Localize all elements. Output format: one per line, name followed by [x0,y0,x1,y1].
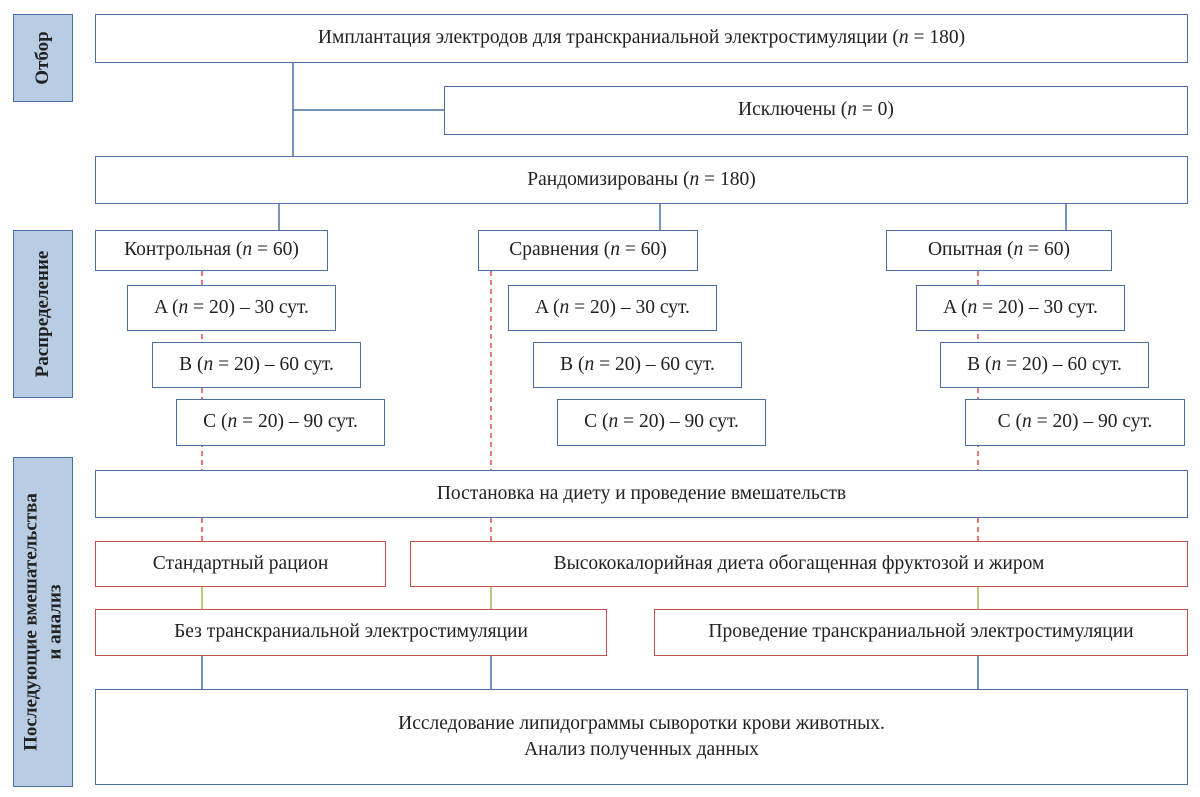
excluded-text: Исключены (n = 0) [738,99,894,121]
stimulation-box: Проведение транскраниальной электростиму… [654,609,1188,656]
comparison-subgroup-a: A (n = 20) – 30 сут. [508,285,717,331]
group-experimental-text: Опытная (n = 60) [927,239,1071,261]
stimulation-text: Проведение транскраниальной электростиму… [708,621,1134,643]
stage-label-selection: Отбор [13,14,73,102]
stage-label-allocation-text: Распределение [32,250,54,378]
no-stimulation-text: Без транскраниальной электростимуляции [174,621,528,643]
stage-label-allocation: Распределение [13,230,73,398]
group-comparison-box: Сравнения (n = 60) [478,230,698,271]
stage-label-analysis-text: Последующие вмешательства и анализ [19,493,67,751]
comparison-subgroup-c: C (n = 20) – 90 сут. [557,399,766,446]
randomized-text: Рандомизированы (n = 180) [527,168,756,190]
experimental-subgroup-b: B (n = 20) – 60 сут. [940,342,1149,388]
high-calorie-diet-text: Высококалорийная диета обогащенная фрукт… [553,552,1045,574]
no-stimulation-box: Без транскраниальной электростимуляции [95,609,607,656]
standard-diet-text: Стандартный рацион [152,552,329,574]
implantation-box: Имплантация электродов для транскраниаль… [95,14,1188,63]
final-analysis-box: Исследование липидограммы сыворотки кров… [95,689,1188,785]
stage-label-analysis: Последующие вмешательства и анализ [13,457,73,787]
group-comparison-text: Сравнения (n = 60) [509,239,667,261]
control-subgroup-a: A (n = 20) – 30 сут. [127,285,336,331]
experimental-subgroup-a: A (n = 20) – 30 сут. [916,285,1125,331]
high-calorie-diet-box: Высококалорийная диета обогащенная фрукт… [410,541,1188,587]
stage-label-analysis-line1: Последующие вмешательства [20,493,42,751]
group-control-box: Контрольная (n = 60) [95,230,328,271]
stage-label-analysis-line2: и анализ [44,584,65,660]
final-analysis-line1: Исследование липидограммы сыворотки кров… [398,712,885,734]
group-experimental-box: Опытная (n = 60) [886,230,1112,271]
comparison-subgroup-b: B (n = 20) – 60 сут. [533,342,742,388]
control-subgroup-b: B (n = 20) – 60 сут. [152,342,361,388]
standard-diet-box: Стандартный рацион [95,541,386,587]
control-subgroup-c: C (n = 20) – 90 сут. [176,399,385,446]
implantation-text: Имплантация электродов для транскраниаль… [317,27,966,49]
randomized-box: Рандомизированы (n = 180) [95,156,1188,204]
diet-setup-box: Постановка на диету и проведение вмешате… [95,470,1188,518]
experimental-subgroup-c: C (n = 20) – 90 сут. [965,399,1185,446]
group-control-text: Контрольная (n = 60) [124,239,299,261]
diet-setup-text: Постановка на диету и проведение вмешате… [436,482,847,504]
stage-label-selection-text: Отбор [32,31,54,85]
excluded-box: Исключены (n = 0) [444,86,1188,135]
final-analysis-line2: Анализ полученных данных [524,739,759,760]
